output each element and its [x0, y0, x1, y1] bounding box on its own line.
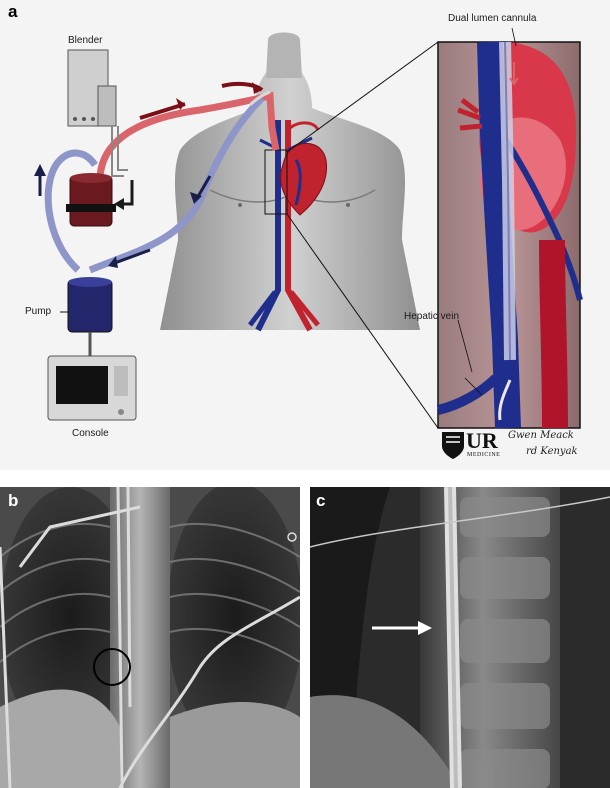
zoom-line-top	[286, 41, 439, 153]
inset-zoom	[436, 27, 583, 429]
artist-signature: Gwen Meack rd Kenyak	[508, 430, 608, 464]
flow-arrows	[34, 81, 264, 268]
ecmo-diagram	[34, 27, 583, 429]
logo-brand: UR	[466, 428, 498, 453]
blender-label: Blender	[68, 35, 103, 46]
pump-label: Pump	[25, 306, 52, 317]
panel-b-xray: b	[0, 487, 300, 788]
chest-xray-image	[0, 487, 300, 788]
panel-c-letter: c	[316, 491, 326, 510]
arrow-indicator	[372, 621, 432, 635]
signature-line-2: rd Kenyak	[526, 446, 578, 457]
oxygenator	[66, 173, 116, 227]
hepatic-vein-label: Hepatic vein	[404, 311, 460, 322]
cannula-tip-circle	[93, 648, 131, 686]
blender-device	[67, 49, 128, 177]
panel-c-xray: c	[310, 487, 610, 788]
panel-b-letter: b	[8, 491, 19, 510]
circuit-tubing	[44, 90, 280, 274]
cannula-label: Dual lumen cannula	[448, 13, 537, 24]
console-label: Console	[72, 428, 109, 439]
panel-a-illustration: a	[0, 0, 610, 470]
panel-a-letter: a	[8, 2, 18, 21]
console-device	[47, 355, 137, 421]
signature-line-1: Gwen Meack	[508, 430, 574, 441]
shield-icon	[442, 432, 464, 459]
pump-device	[60, 277, 113, 356]
logo-sub: MEDICINE	[467, 452, 501, 458]
zoom-line-bottom	[286, 213, 439, 429]
ur-medicine-logo: UR MEDICINE	[440, 428, 501, 462]
zoomed-xray-image	[310, 487, 610, 788]
